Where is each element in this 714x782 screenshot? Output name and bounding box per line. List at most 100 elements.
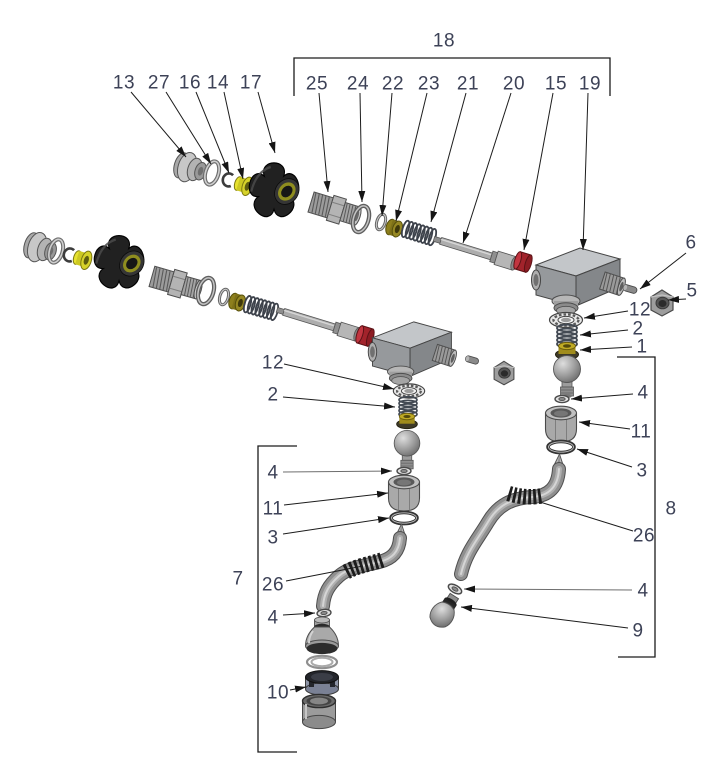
bracket-18: [293, 57, 611, 96]
callout-label-4: 4: [637, 581, 648, 602]
leader-line-4: [463, 585, 633, 593]
part-10-insert: [305, 670, 339, 696]
part-14-bushing: [70, 246, 95, 272]
leader-line-15: [522, 92, 554, 251]
aerator-bulb: [304, 616, 340, 655]
part-5-nut: [650, 289, 674, 317]
callout-label-24: 24: [347, 74, 369, 95]
leader-line-23: [395, 92, 428, 222]
part-16-clip: [220, 171, 235, 189]
part-4-washer: [446, 581, 464, 597]
outlet-cap: [301, 693, 337, 730]
leader-line-16: [195, 91, 230, 174]
callout-label-5: 5: [686, 281, 697, 302]
right-outlet-group: [425, 311, 584, 633]
callout-label-12: 12: [262, 353, 284, 374]
callout-label-7: 7: [232, 569, 243, 590]
callout-label-9: 9: [632, 621, 643, 642]
leader-line-17: [257, 91, 276, 154]
callout-label-27: 27: [148, 73, 170, 94]
part-11-cap-nut: [387, 474, 421, 512]
part-21-spring: [241, 294, 281, 322]
callout-label-17: 17: [240, 73, 262, 94]
part-6-pin: [621, 283, 639, 295]
aerator-oring: [305, 654, 339, 670]
part-4-washer: [554, 394, 570, 404]
part-4-washer: [396, 466, 412, 476]
part-15-red-cap: [511, 250, 535, 274]
callout-label-15: 15: [545, 74, 567, 95]
callout-label-11: 11: [263, 499, 284, 520]
leader-line-24: [358, 92, 366, 203]
part-17-knob: [239, 152, 311, 232]
callout-label-14: 14: [207, 73, 229, 94]
leader-line-25: [318, 92, 331, 193]
leader-line-5: [667, 295, 687, 303]
leader-line-13: [130, 91, 187, 158]
leader-line-1: [579, 345, 633, 353]
leader-line-21: [430, 92, 467, 223]
callout-label-21: 21: [457, 74, 479, 95]
callout-label-19: 19: [579, 74, 601, 95]
part-26-hose: [454, 462, 566, 581]
callout-label-2: 2: [632, 319, 643, 340]
bracket-8: [617, 356, 656, 658]
part-1-seal: [396, 412, 418, 430]
leader-line-26: [285, 565, 364, 582]
callout-label-11: 11: [631, 422, 652, 443]
callout-label-12: 12: [629, 300, 651, 321]
part-3-oring: [389, 510, 419, 526]
leader-line-3: [576, 448, 633, 468]
leader-line-12: [583, 310, 629, 320]
callout-label-18: 18: [433, 31, 455, 52]
leader-line-19: [579, 92, 589, 251]
leader-line-2: [282, 396, 396, 410]
leader-line-2: [579, 329, 629, 338]
leader-line-3: [282, 516, 390, 535]
callout-label-13: 13: [113, 73, 135, 94]
leader-lines-layer: [130, 57, 687, 753]
part-11-cap-nut: [544, 405, 578, 443]
leader-line-14: [223, 91, 245, 180]
callout-label-26: 26: [262, 575, 284, 596]
leader-line-26: [539, 501, 634, 532]
leader-line-4: [282, 610, 316, 618]
leader-line-22: [379, 92, 393, 217]
callout-label-4: 4: [267, 463, 278, 484]
leader-line-4: [570, 393, 634, 402]
callout-label-26: 26: [633, 526, 655, 547]
part-3-oring: [546, 439, 576, 455]
left-outlet-group: [301, 382, 426, 730]
part-21-spring: [399, 219, 439, 247]
callout-label-8: 8: [665, 499, 676, 520]
callout-label-20: 20: [503, 74, 525, 95]
callout-label-3: 3: [267, 528, 278, 549]
callout-label-25: 25: [306, 74, 328, 95]
leader-line-6: [639, 252, 687, 290]
callout-label-22: 22: [382, 74, 404, 95]
callout-label-4: 4: [267, 608, 278, 629]
leader-line-20: [462, 92, 512, 244]
leader-line-12: [283, 363, 395, 390]
callout-label-6: 6: [685, 233, 696, 254]
part-20-stem: [274, 302, 363, 343]
callout-label-3: 3: [636, 461, 647, 482]
part-20-stem: [431, 231, 520, 272]
leader-line-9: [460, 604, 629, 629]
callout-label-16: 16: [179, 73, 201, 94]
ball-joint: [553, 355, 581, 399]
callout-label-1: 1: [636, 337, 647, 358]
leader-line-4: [282, 467, 393, 475]
part-19-valve-body: [367, 321, 459, 386]
callout-label-10: 10: [267, 683, 289, 704]
part-5-nut: [493, 360, 515, 386]
part-19-valve-body: [531, 247, 628, 316]
callout-label-2: 2: [267, 385, 278, 406]
leader-line-10: [289, 685, 307, 693]
part-6-pin: [464, 354, 480, 366]
part-17-knob: [84, 225, 156, 303]
bracket-7: [257, 445, 297, 753]
